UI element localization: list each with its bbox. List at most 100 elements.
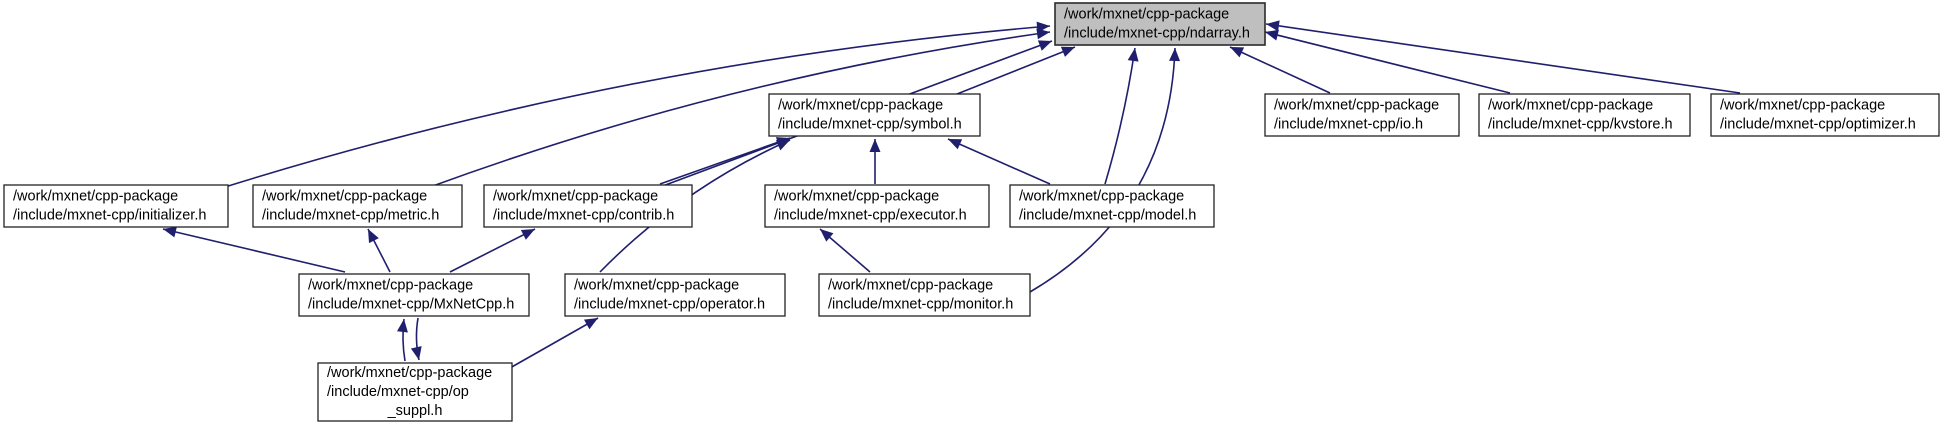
edge-optimizer-to-ndarray [1265,20,1741,94]
node-label-line: /include/mxnet-cpp/monitor.h [828,296,1013,312]
node-box-model[interactable] [1009,184,1215,228]
node-box-operator[interactable] [564,273,786,317]
node-label-line: /work/mxnet/cpp-package [327,365,492,381]
node-box-symbol[interactable] [768,93,981,137]
edge-arrowhead [1169,48,1181,62]
edge-io-to-ndarray [1229,46,1331,94]
node-box-mxnetcpp[interactable] [298,273,530,317]
node-label-line: /include/mxnet-cpp/operator.h [574,296,765,312]
node-label-line: /include/mxnet-cpp/executor.h [774,207,967,223]
edge-line [1264,31,1511,94]
node-label-line: /include/mxnet-cpp/ndarray.h [1064,25,1250,41]
graph-node-operator[interactable]: /work/mxnet/cpp-package/include/mxnet-cp… [564,273,786,317]
graph-node-io[interactable]: /work/mxnet/cpp-package/include/mxnet-cp… [1264,93,1460,137]
graph-node-model[interactable]: /work/mxnet/cpp-package/include/mxnet-cp… [1009,184,1215,228]
edge-arrowhead [397,319,408,333]
node-box-executor[interactable] [764,184,990,228]
edge-line [1229,46,1331,94]
node-box-metric[interactable] [252,184,463,228]
graph-node-opsuppl[interactable]: /work/mxnet/cpp-package/include/mxnet-cp… [317,362,513,422]
graph-node-executor[interactable]: /work/mxnet/cpp-package/include/mxnet-cp… [764,184,990,228]
node-label-line: /include/mxnet-cpp/kvstore.h [1488,116,1673,132]
edge-model-to-ndarray [1104,47,1139,185]
graph-node-optimizer[interactable]: /work/mxnet/cpp-package/include/mxnet-cp… [1710,93,1940,137]
edge-model-to-symbol [947,138,1051,185]
edge-arrowhead [1230,47,1245,58]
edge-mxnetcpp-to-contrib [449,228,536,273]
node-label-line: /include/mxnet-cpp/contrib.h [493,207,674,223]
node-label-line: /work/mxnet/cpp-package [1488,97,1653,113]
node-label-line: /include/mxnet-cpp/initializer.h [13,207,206,223]
node-label-line: /work/mxnet/cpp-package [774,188,939,204]
graph-node-ndarray[interactable]: /work/mxnet/cpp-package/include/mxnet-cp… [1054,2,1266,46]
node-label-line: /include/mxnet-cpp/MxNetCpp.h [308,296,514,312]
edge-arrowhead [410,346,422,360]
edge-arrowhead [583,318,598,330]
node-box-contrib[interactable] [483,184,693,228]
node-box-io[interactable] [1264,93,1460,137]
node-label-line: /work/mxnet/cpp-package [1064,6,1229,22]
node-label-line: /work/mxnet/cpp-package [1019,188,1184,204]
node-box-optimizer[interactable] [1710,93,1940,137]
edge-opsuppl-to-operator [509,317,599,369]
edge-opsuppl-to-mxnetcpp [397,318,408,362]
edge-line [947,138,1051,185]
node-label-line: /work/mxnet/cpp-package [308,277,473,293]
node-label-line: /include/mxnet-cpp/metric.h [262,207,439,223]
node-layer: /work/mxnet/cpp-package/include/mxnet-cp… [3,2,1940,422]
edge-arrowhead [869,139,881,152]
node-label-line: /include/mxnet-cpp/op [327,384,469,400]
node-box-ndarray[interactable] [1054,2,1266,46]
edge-executor-to-symbol [869,139,881,184]
graph-node-contrib[interactable]: /work/mxnet/cpp-package/include/mxnet-cp… [483,184,693,228]
node-label-line: /include/mxnet-cpp/optimizer.h [1720,116,1916,132]
edge-arrowhead [1037,40,1052,51]
node-label-line: /work/mxnet/cpp-package [1720,97,1885,113]
edge-line [224,25,1051,188]
edge-line [429,31,1051,188]
edge-arrowhead [1127,48,1139,62]
edge-mxnetcpp-to-opsuppl [410,317,422,361]
edge-metric-to-ndarray [429,28,1051,188]
graph-node-metric[interactable]: /work/mxnet/cpp-package/include/mxnet-cp… [252,184,463,228]
graph-node-monitor[interactable]: /work/mxnet/cpp-package/include/mxnet-cp… [818,273,1031,317]
node-label-line: _suppl.h [387,403,443,419]
node-box-initializer[interactable] [3,184,229,228]
graph-node-kvstore[interactable]: /work/mxnet/cpp-package/include/mxnet-cp… [1478,93,1691,137]
edge-arrowhead [775,140,790,151]
edge-line [449,228,536,273]
edge-arrowhead [368,229,379,244]
node-label-line: /work/mxnet/cpp-package [828,277,993,293]
edge-line [1265,23,1741,94]
edge-line [162,228,346,273]
graph-node-mxnetcpp[interactable]: /work/mxnet/cpp-package/include/mxnet-cp… [298,273,530,317]
node-box-kvstore[interactable] [1478,93,1691,137]
graph-node-symbol[interactable]: /work/mxnet/cpp-package/include/mxnet-cp… [768,93,981,137]
node-label-line: /include/mxnet-cpp/symbol.h [778,116,962,132]
edge-symbol-to-ndarray [951,46,1076,97]
edge-arrowhead [820,229,834,242]
edge-kvstore-to-ndarray [1264,29,1511,94]
edge-arrowhead [1265,29,1279,41]
edge-arrowhead [163,226,177,238]
edge-line [1029,47,1176,293]
node-label-line: /work/mxnet/cpp-package [1274,97,1439,113]
edge-arrowhead [1266,20,1280,32]
node-label-line: /include/mxnet-cpp/model.h [1019,207,1196,223]
edge-line [951,46,1076,97]
edge-line [509,317,599,369]
edge-monitor-to-ndarray [1029,47,1181,293]
edge-contrib-to-symbol [659,137,791,185]
edge-mxnetcpp-to-initializer [162,226,346,273]
edge-arrowhead [1036,28,1050,40]
node-label-line: /work/mxnet/cpp-package [574,277,739,293]
node-box-monitor[interactable] [818,273,1031,317]
node-label-line: /work/mxnet/cpp-package [493,188,658,204]
edge-arrowhead [1060,46,1075,57]
node-label-line: /work/mxnet/cpp-package [778,97,943,113]
node-box-opsuppl[interactable] [317,362,513,422]
graph-node-initializer[interactable]: /work/mxnet/cpp-package/include/mxnet-cp… [3,184,229,228]
node-label-line: /work/mxnet/cpp-package [262,188,427,204]
